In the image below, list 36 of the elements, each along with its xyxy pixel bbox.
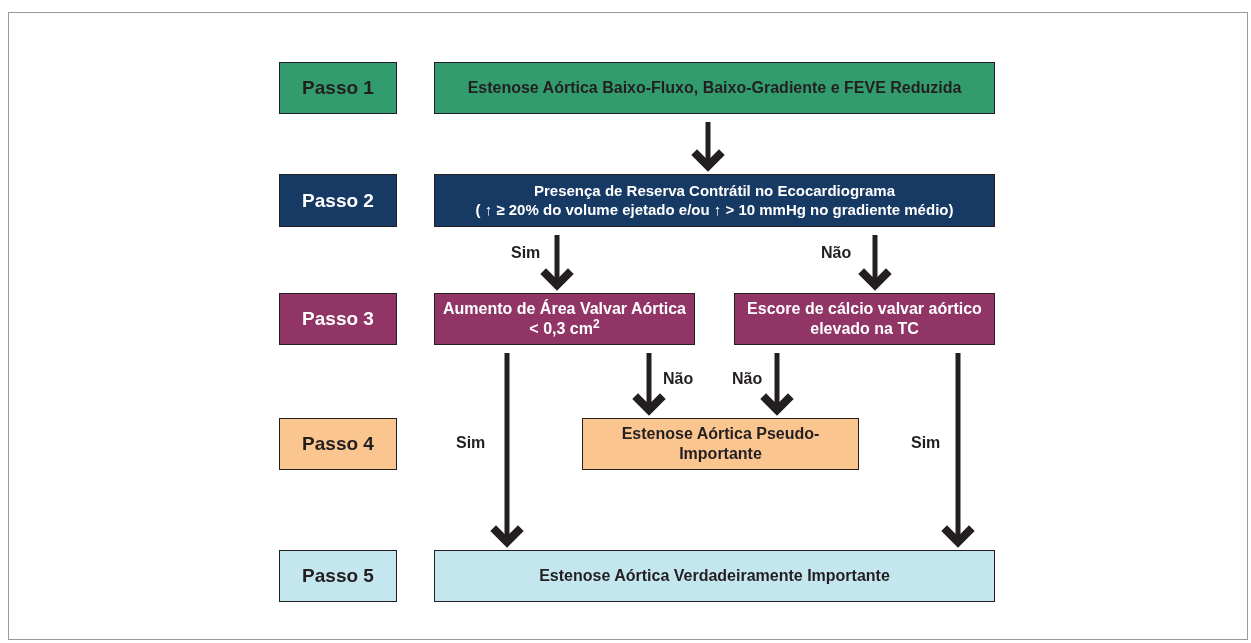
arrow — [857, 235, 893, 290]
edge-label: Sim — [455, 435, 487, 451]
arrow — [690, 122, 726, 171]
box-text: Passo 3 — [301, 307, 375, 331]
result-box — [434, 550, 995, 602]
box-text: Estenose Aórtica Pseudo-Importante — [620, 424, 821, 464]
process-box — [734, 293, 995, 345]
edge-label: Sim — [910, 435, 942, 451]
arrow — [940, 353, 976, 547]
process-box — [434, 62, 995, 114]
result-box — [582, 418, 859, 470]
box-text: Estenose Aórtica Verdadeiramente Importante — [538, 566, 891, 586]
box-text: Aumento de Área Valvar Aórtica < 0,3 cm$^{2}$ — [441, 299, 687, 339]
box-text: ( ↑ ≥ 20% do volume ejetado e/ou ↑ > 10 mmHg no gradiente médio) — [474, 200, 955, 220]
arrow — [631, 353, 667, 415]
box-text: Escore de cálcio valvar aórtico elevado na TC — [746, 299, 983, 339]
arrow — [489, 353, 525, 547]
box-text: Passo 1 — [301, 76, 375, 100]
edge-label: Não — [731, 371, 764, 387]
step-box — [279, 62, 397, 114]
step-box — [279, 293, 397, 345]
step-box — [279, 550, 397, 602]
box-text: Passo 5 — [301, 564, 375, 588]
box-text: Passo 2 — [301, 188, 375, 213]
step-box — [279, 174, 397, 227]
edge-label: Não — [662, 371, 695, 387]
edge-label: Não — [820, 245, 853, 261]
process-box — [434, 174, 995, 227]
box-text: Estenose Aórtica Baixo-Fluxo, Baixo-Gradiente e FEVE Reduzida — [466, 78, 963, 98]
arrow — [759, 353, 795, 415]
box-text: Presença de Reserva Contrátil no Ecocardiograma — [533, 181, 896, 201]
box-text: Passo 4 — [301, 432, 375, 456]
edge-label: Sim — [510, 245, 542, 261]
arrow — [539, 235, 575, 290]
step-box — [279, 418, 397, 470]
process-box — [434, 293, 695, 345]
